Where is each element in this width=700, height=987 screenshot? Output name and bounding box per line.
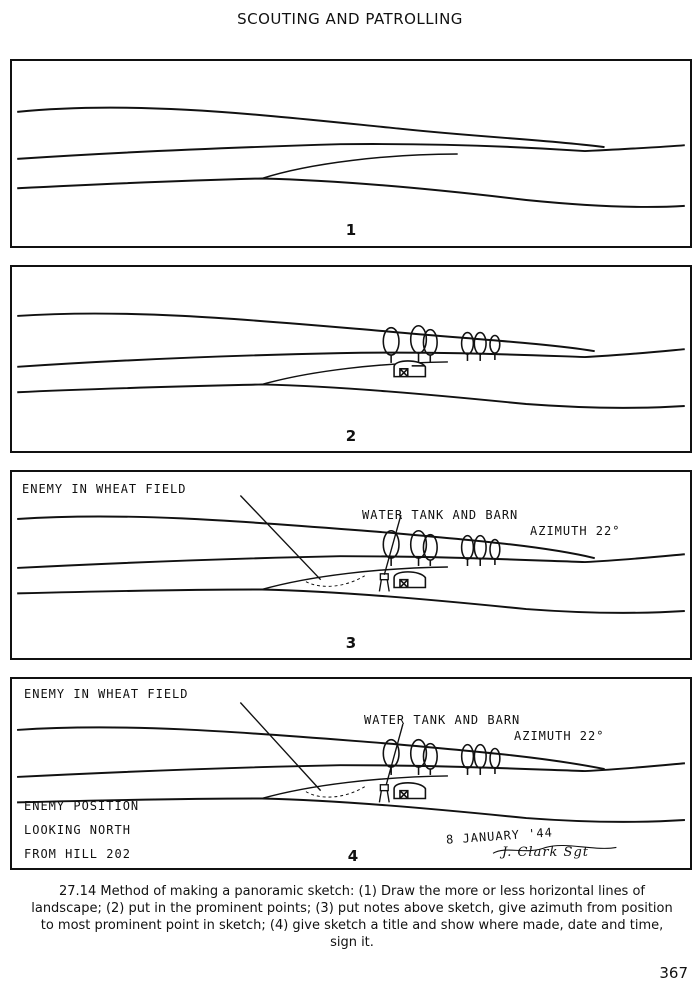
water-tank-icon (378, 573, 390, 592)
barn-icon (393, 360, 427, 378)
note-enemy-position: ENEMY IN WHEAT FIELD (24, 687, 189, 701)
sketch-panel-4: ENEMY IN WHEAT FIELD WATER TANK AND BARN… (10, 677, 692, 870)
note-enemy-position: ENEMY IN WHEAT FIELD (22, 482, 187, 496)
panel-number-2: 2 (345, 427, 357, 445)
panel-number-4: 4 (347, 847, 359, 865)
landscape-sketch-4 (17, 702, 686, 854)
note-azimuth: AZIMUTH 22° (514, 729, 605, 743)
tree-icon (382, 738, 501, 775)
water-tank-icon (378, 784, 390, 803)
note-landmark: WATER TANK AND BARN (364, 713, 521, 727)
figure-caption: 27.14 Method of making a panoramic sketc… (31, 884, 673, 950)
barn-icon (393, 782, 427, 800)
sketch-title-line-2: LOOKING NORTH (24, 823, 131, 837)
tree-icon (382, 324, 501, 363)
panel-number-1: 1 (345, 221, 357, 239)
sketch-panel-3: ENEMY IN WHEAT FIELD WATER TANK AND BARN… (10, 470, 692, 660)
panel-number-3: 3 (345, 634, 357, 652)
landscape-sketch-2 (17, 312, 685, 409)
sketch-title-line-1: ENEMY POSITION (24, 799, 140, 813)
sketch-panel-1: 1 (10, 59, 692, 248)
note-landmark: WATER TANK AND BARN (362, 508, 519, 522)
sketch-title-line-3: FROM HILL 202 (24, 847, 131, 861)
running-title: SCOUTING AND PATROLLING (237, 10, 463, 28)
landscape-sketch-1 (17, 106, 685, 208)
landscape-sketch-3 (17, 495, 685, 614)
signature: J. Clark Sgt (502, 845, 589, 860)
sketch-panel-2: 2 (10, 265, 692, 453)
tree-icon (382, 529, 501, 566)
page-number: 367 (659, 964, 688, 982)
barn-icon (393, 571, 427, 589)
note-azimuth: AZIMUTH 22° (530, 524, 621, 538)
